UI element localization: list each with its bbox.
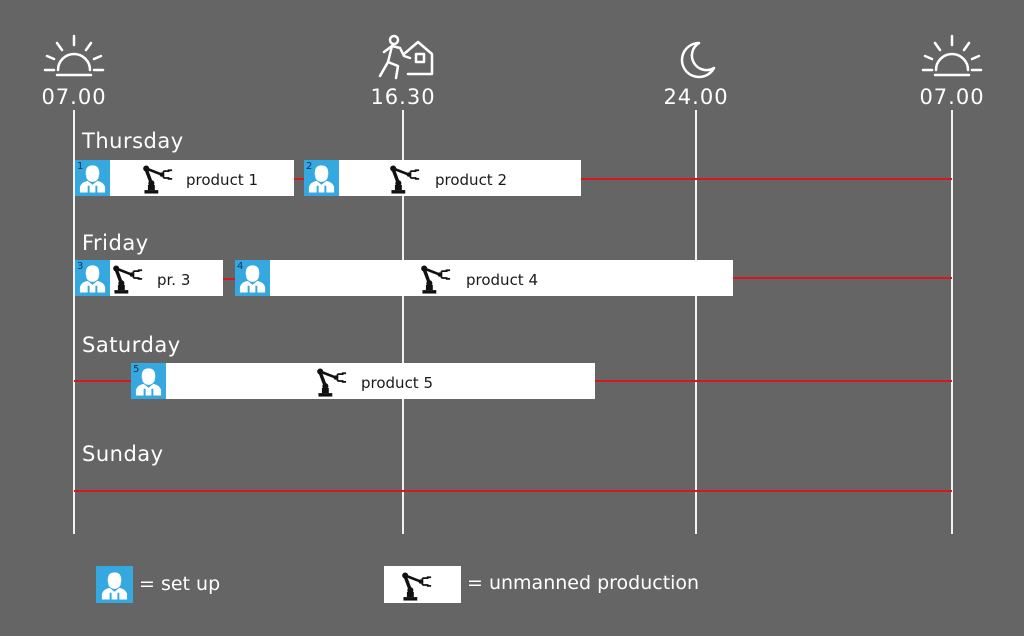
job-bar-4 bbox=[235, 260, 733, 296]
robot-arm-icon bbox=[141, 162, 179, 194]
day-label-friday: Friday bbox=[82, 231, 149, 255]
day-label-saturday: Saturday bbox=[82, 333, 181, 357]
legend-setup-label: = set up bbox=[139, 573, 221, 595]
moon-icon bbox=[680, 41, 716, 79]
idle-line-thursday bbox=[580, 178, 952, 180]
setup-number: 1 bbox=[77, 161, 84, 172]
product-label-4: product 4 bbox=[466, 271, 539, 289]
setup-block-4: 4 bbox=[235, 260, 270, 296]
gridline-midnight bbox=[695, 110, 697, 534]
robot-arm-icon bbox=[419, 262, 457, 294]
legend-production-label: = unmanned production bbox=[467, 572, 700, 594]
idle-line-friday-gap bbox=[223, 278, 236, 280]
day-label-sunday: Sunday bbox=[82, 442, 164, 466]
legend-setup-swatch bbox=[96, 566, 133, 603]
walk-home-icon bbox=[378, 34, 434, 80]
setup-number: 3 bbox=[77, 261, 84, 272]
time-label-end-of-shift: 16.30 bbox=[370, 85, 436, 109]
setup-number: 2 bbox=[306, 161, 313, 172]
product-label-3: pr. 3 bbox=[157, 271, 191, 289]
product-label-5: product 5 bbox=[361, 374, 434, 392]
gridline-next-morning bbox=[951, 110, 953, 534]
idle-line-sunday bbox=[74, 490, 952, 492]
product-label-1: product 1 bbox=[186, 171, 259, 189]
setup-block-1: 1 bbox=[75, 160, 110, 196]
job-bar-1 bbox=[75, 160, 294, 196]
setup-block-3: 3 bbox=[75, 260, 110, 296]
day-label-thursday: Thursday bbox=[82, 129, 184, 153]
idle-line-saturday bbox=[594, 380, 952, 382]
robot-arm-icon bbox=[315, 365, 353, 397]
setup-block-5: 5 bbox=[131, 363, 166, 399]
robot-arm-icon bbox=[111, 262, 149, 294]
sunrise-icon bbox=[921, 34, 983, 77]
job-bar-5 bbox=[131, 363, 595, 399]
robot-arm-icon bbox=[388, 162, 426, 194]
worker-icon bbox=[100, 570, 129, 600]
gridline-start bbox=[73, 110, 75, 534]
time-label-midnight: 24.00 bbox=[663, 85, 729, 109]
product-label-2: product 2 bbox=[435, 171, 508, 189]
idle-line-friday bbox=[733, 277, 952, 279]
sunrise-icon bbox=[43, 34, 105, 77]
gridline-end-of-shift bbox=[402, 110, 404, 534]
idle-line-saturday-start bbox=[74, 380, 132, 382]
setup-number: 5 bbox=[133, 364, 140, 375]
robot-arm-icon bbox=[400, 569, 438, 601]
time-label-start: 07.00 bbox=[41, 85, 107, 109]
time-label-next-morning: 07.00 bbox=[919, 85, 985, 109]
setup-number: 4 bbox=[237, 261, 244, 272]
idle-line-thursday-gap bbox=[294, 178, 306, 180]
job-bar-2 bbox=[304, 160, 581, 196]
setup-block-2: 2 bbox=[304, 160, 339, 196]
